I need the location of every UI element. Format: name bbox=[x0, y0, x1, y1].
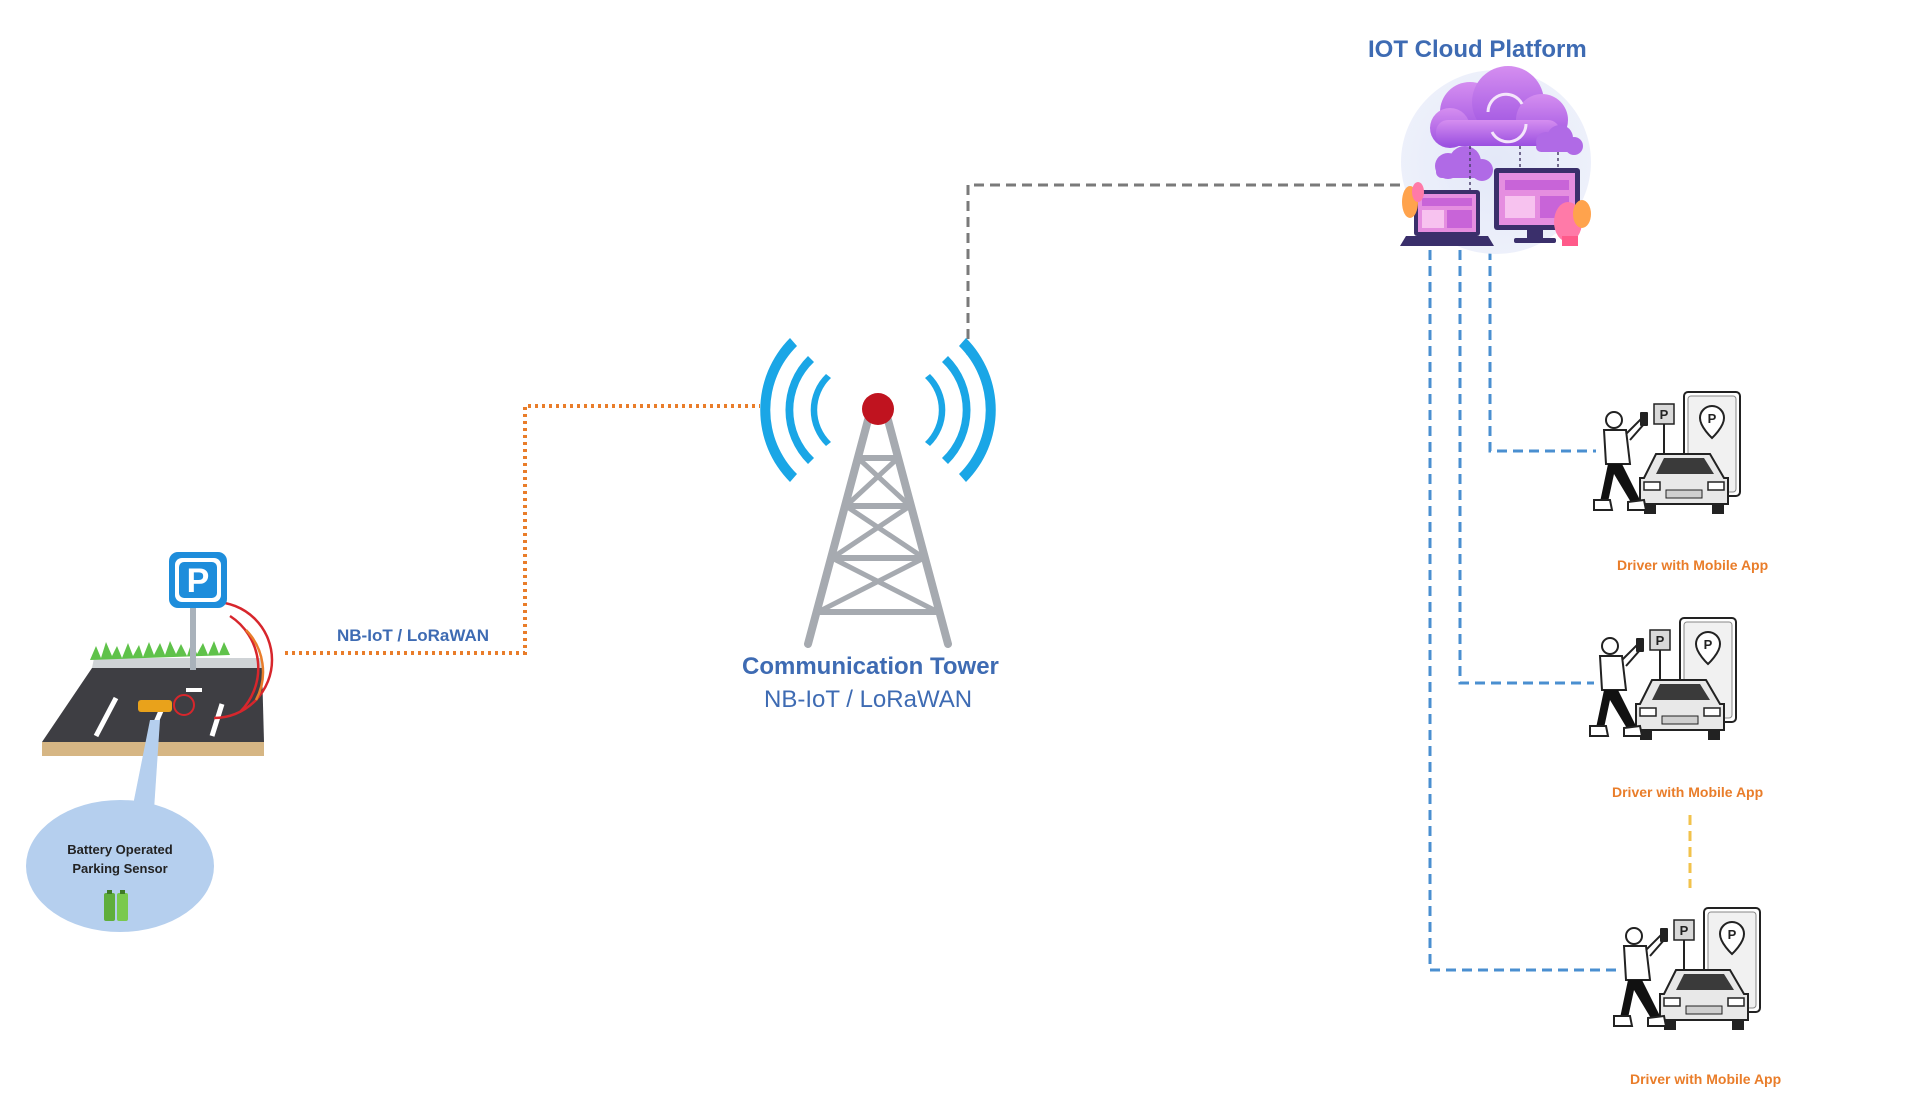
person-icon bbox=[1613, 927, 1668, 1027]
svg-text:P: P bbox=[1660, 407, 1669, 422]
driver-label-1: Driver with Mobile App bbox=[1617, 557, 1769, 573]
parking-sign-icon: P bbox=[1653, 403, 1675, 425]
tower-title: Communication Tower bbox=[742, 653, 999, 680]
tower-subtitle: NB-IoT / LoRaWAN bbox=[764, 686, 973, 713]
driver-label-3: Driver with Mobile App bbox=[1630, 1071, 1782, 1087]
svg-text:P: P bbox=[187, 562, 210, 600]
tower-waves-left bbox=[760, 338, 831, 482]
tower-frame bbox=[804, 416, 952, 648]
battery-icon bbox=[104, 890, 128, 921]
parking-sensor bbox=[138, 700, 172, 712]
plant-icon bbox=[1554, 200, 1591, 246]
parking-sign-icon: P bbox=[1673, 919, 1695, 941]
location-pin-icon: P bbox=[1718, 920, 1746, 956]
sync-icon bbox=[1486, 92, 1528, 144]
parking-sensor-scene: P bbox=[26, 552, 274, 932]
iot-cloud-platform-icon bbox=[1400, 66, 1591, 254]
small-cloud-icon bbox=[1435, 146, 1493, 181]
svg-text:P: P bbox=[1656, 633, 1665, 648]
app-link-lines bbox=[1428, 250, 1618, 972]
sensor-label: Battery Operated Parking Sensor bbox=[28, 840, 212, 878]
sensor-label-line1: Battery Operated bbox=[67, 842, 173, 857]
driver-label-2: Driver with Mobile App bbox=[1612, 784, 1764, 800]
svg-text:P: P bbox=[1704, 637, 1713, 652]
app-link-driver-3 bbox=[1428, 250, 1618, 972]
location-pin-icon: P bbox=[1694, 630, 1722, 666]
svg-text:P: P bbox=[1680, 923, 1689, 938]
location-pin-icon: P bbox=[1698, 404, 1726, 440]
cloud-platform-title: IOT Cloud Platform bbox=[1368, 36, 1587, 63]
driver-illustration-3: PP bbox=[1613, 907, 1761, 1030]
parking-sign-pole bbox=[190, 600, 196, 670]
driver-illustration-2: PP bbox=[1589, 617, 1737, 740]
driver-illustration-1: PP bbox=[1593, 391, 1741, 514]
svg-text:P: P bbox=[1708, 411, 1717, 426]
app-link-driver-2 bbox=[1458, 250, 1594, 685]
person-icon bbox=[1593, 411, 1648, 511]
tower-beacon bbox=[862, 393, 894, 425]
parking-sign-icon: P bbox=[169, 552, 227, 608]
car-icon bbox=[1635, 679, 1725, 740]
person-icon bbox=[1589, 637, 1644, 737]
car-icon bbox=[1659, 969, 1749, 1030]
sensor-callout-bubble bbox=[26, 800, 214, 932]
small-cloud-icon-right bbox=[1536, 125, 1583, 155]
sensor-label-line2: Parking Sensor bbox=[72, 861, 168, 876]
plant-icon-left bbox=[1402, 182, 1424, 218]
laptop-icon bbox=[1400, 190, 1494, 246]
svg-text:P: P bbox=[1728, 927, 1737, 942]
radio-link-label: NB-IoT / LoRaWAN bbox=[337, 626, 490, 645]
tower-waves-right bbox=[925, 338, 996, 482]
backhaul-link-line bbox=[966, 183, 1403, 355]
car-icon bbox=[1639, 453, 1729, 514]
parking-sign-icon: P bbox=[1649, 629, 1671, 651]
radio-link-line bbox=[285, 404, 760, 655]
cloud-connectors bbox=[1469, 146, 1559, 190]
app-link-driver-1 bbox=[1488, 250, 1596, 453]
communication-tower-icon bbox=[760, 338, 996, 648]
